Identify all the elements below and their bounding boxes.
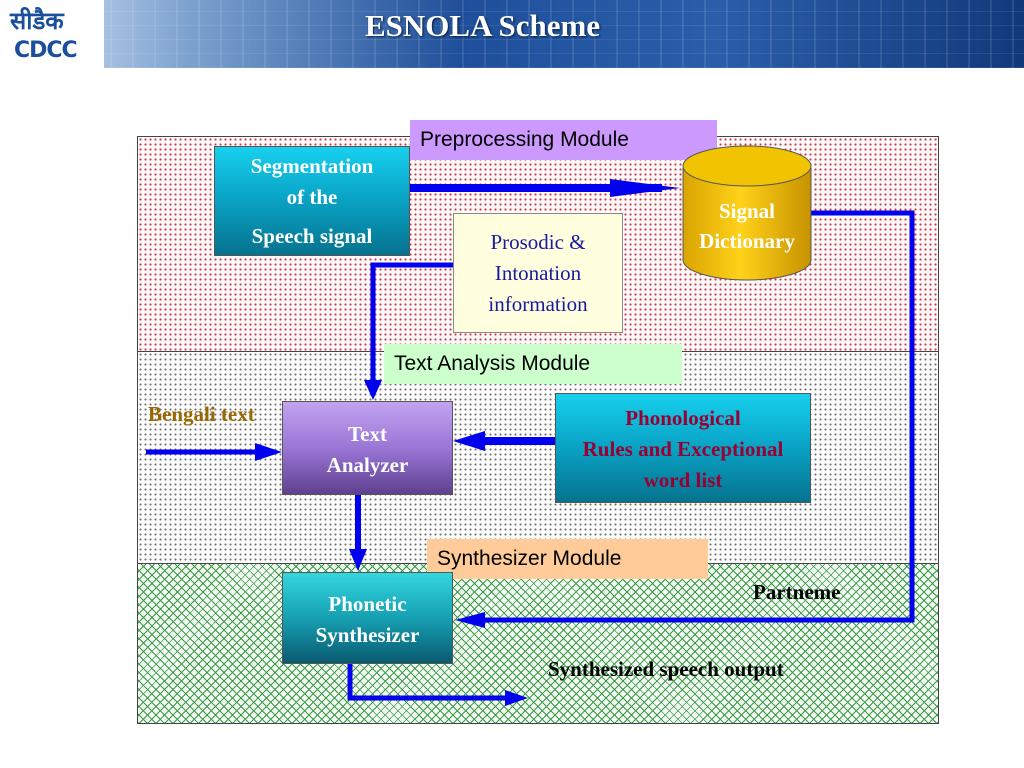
phonological-line1: Phonological xyxy=(625,406,741,430)
text-analyzer-line1: Text xyxy=(348,422,387,446)
slide-title: ESNOLA Scheme xyxy=(365,8,601,43)
segmentation-line1: Segmentation xyxy=(250,154,374,178)
synthesized-output-label: Synthesized speech output xyxy=(548,657,784,681)
phonetic-synthesizer-box: Phonetic Synthesizer xyxy=(282,572,453,664)
preprocessing-module-label: Preprocessing Module xyxy=(410,120,717,160)
logo-latin-text: CDCC xyxy=(14,38,78,63)
prosodic-line2: Intonation xyxy=(494,261,582,285)
phonological-line3: word list xyxy=(643,468,723,492)
phonological-box: Phonological Rules and Exceptional word … xyxy=(555,393,811,503)
prosodic-to-analyzer-arrow xyxy=(364,262,453,400)
text-analyzer-box: Text Analyzer xyxy=(282,401,453,495)
phonetic-synthesizer-line2: Synthesizer xyxy=(315,623,420,647)
synthesizer-module-label: Synthesizer Module xyxy=(427,539,708,579)
synthesizer-region xyxy=(137,563,939,724)
phonological-line2: Rules and Exceptional xyxy=(582,437,784,461)
bengali-text-label: Bengali text xyxy=(148,402,255,426)
prosodic-line1: Prosodic & xyxy=(490,230,586,254)
signal-dictionary-label: Signal Dictionary xyxy=(683,196,811,256)
signal-dictionary-line1: Signal xyxy=(718,199,776,223)
bengali-text-arrow xyxy=(146,443,282,461)
phonological-to-analyzer-arrow xyxy=(453,431,555,451)
segmentation-line2: of the xyxy=(286,185,338,209)
phonetic-synthesizer-line1: Phonetic xyxy=(328,592,407,616)
header-banner: सीडैक CDCC xyxy=(0,0,1024,68)
dictionary-to-synthesizer-arrow xyxy=(455,210,915,628)
text-analyzer-line2: Analyzer xyxy=(326,453,409,477)
synthesizer-output-arrow xyxy=(347,664,528,706)
partneme-label: Partneme xyxy=(753,580,841,604)
segmentation-to-dictionary-arrow xyxy=(410,179,680,197)
prosodic-box: Prosodic & Intonation information xyxy=(453,213,623,333)
signal-dictionary-line2: Dictionary xyxy=(699,229,795,253)
analyzer-to-synthesizer-arrow xyxy=(349,495,367,571)
cdac-logo: सीडैक CDCC xyxy=(0,0,104,68)
segmentation-box: Segmentation of the Speech signal xyxy=(214,146,410,256)
text-analysis-module-label: Text Analysis Module xyxy=(384,344,682,384)
logo-hindi-text: सीडैक xyxy=(10,7,64,35)
segmentation-line3: Speech signal xyxy=(251,224,373,248)
prosodic-line3: information xyxy=(488,292,588,316)
